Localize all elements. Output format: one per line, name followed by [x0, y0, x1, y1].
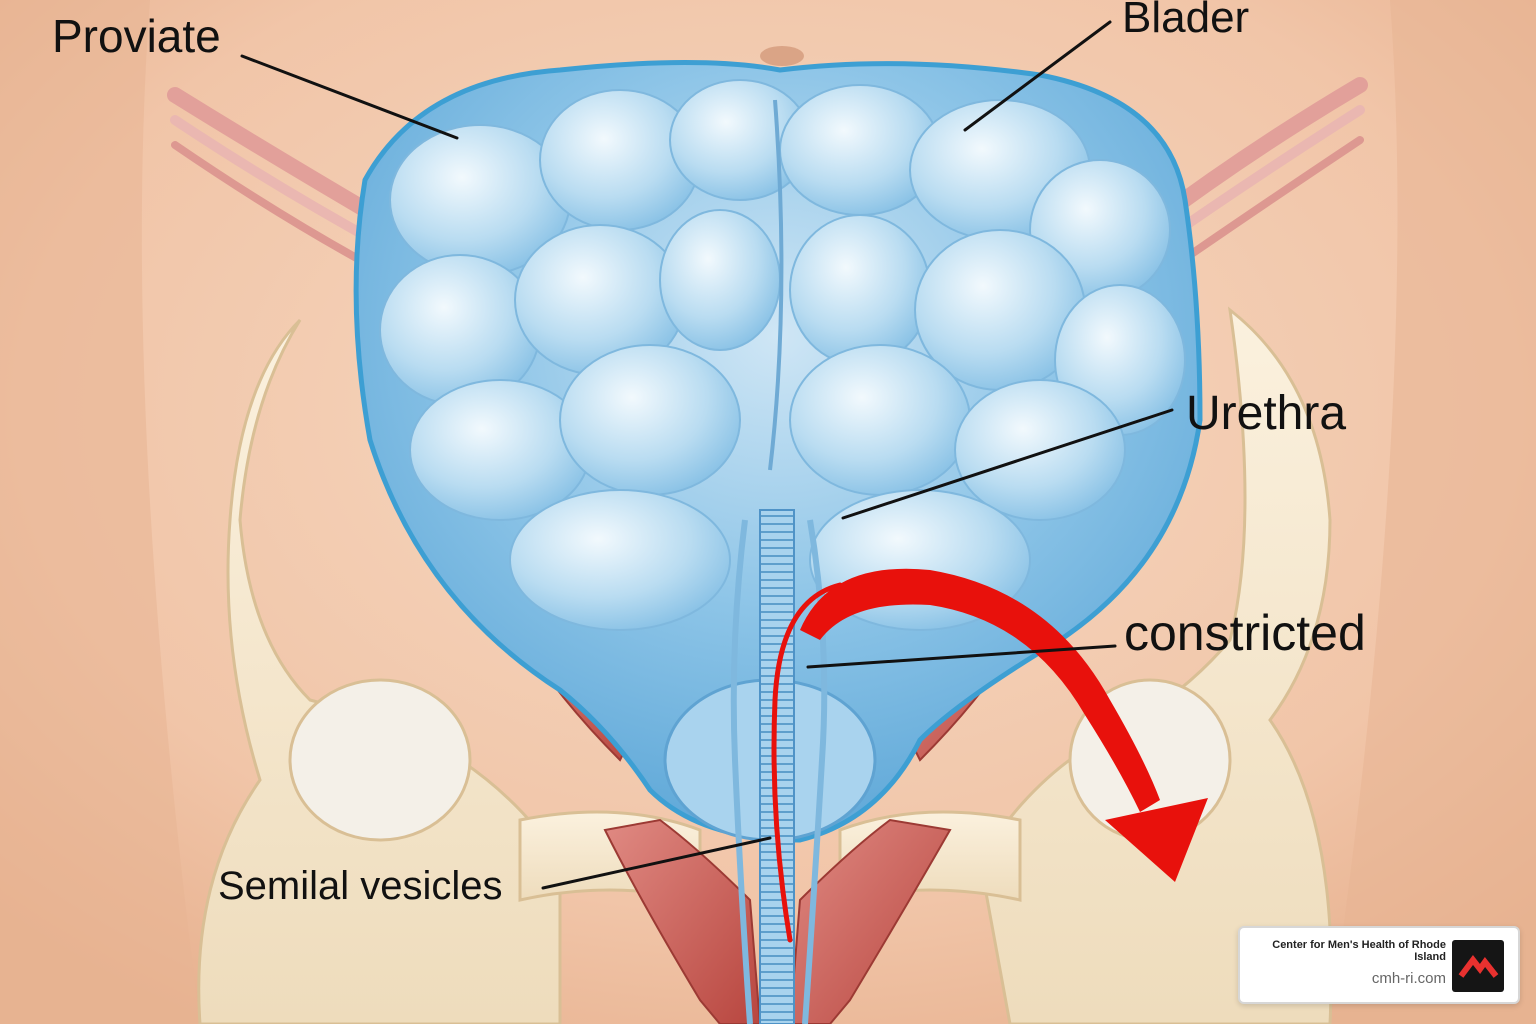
leader-prostate: [240, 54, 459, 140]
mountain-peaks-logo-icon: [1452, 940, 1504, 992]
bladder-lobes: [379, 79, 1186, 631]
red-arrow: [800, 568, 1208, 882]
label-constricted: constricted: [1124, 605, 1366, 661]
label-prostate: Proviate: [52, 10, 221, 62]
label-seminal-vesicles: Semilal vesicles: [218, 864, 503, 908]
brand-url[interactable]: cmh-ri.com: [1371, 970, 1446, 987]
label-bladder: Blader: [1122, 0, 1250, 42]
leader-bladder: [963, 20, 1112, 132]
leader-lines: [240, 20, 1174, 890]
urethra-side-right: [802, 519, 828, 1024]
brand-name: Center for Men's Health of Rhode Island: [1272, 939, 1446, 963]
torso-shading-right: [1330, 0, 1536, 1024]
leader-vesicles: [541, 836, 772, 890]
urethra-side-left: [730, 519, 753, 1024]
navel: [760, 46, 804, 66]
leader-constricted: [806, 644, 1117, 669]
midline-groove: [768, 99, 784, 471]
flow-line: [771, 582, 843, 943]
urethra-tube: [759, 509, 795, 1024]
brand-card[interactable]: Center for Men's Health of Rhode Island …: [1238, 926, 1520, 1004]
leader-urethra: [841, 408, 1174, 520]
label-urethra: Urethra: [1186, 387, 1347, 440]
torso-shading-left: [0, 0, 200, 1024]
